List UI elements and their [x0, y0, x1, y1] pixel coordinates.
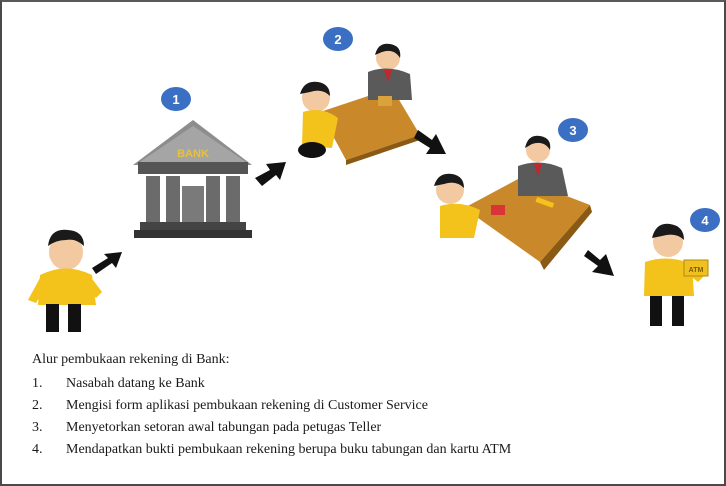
- flow-arrow-1: [92, 252, 122, 274]
- list-item-number: 3.: [32, 420, 43, 435]
- step-badge-4: 4: [690, 208, 720, 232]
- teller-scene: [434, 135, 592, 270]
- list-item-text: Menyetorkan setoran awal tabungan pada p…: [66, 420, 382, 435]
- customer-arriving-figure: [28, 229, 102, 332]
- flow-arrow-2: [255, 162, 286, 186]
- step-badge-1-label: 1: [172, 92, 179, 107]
- bank-sign: BANK: [177, 148, 209, 160]
- list-item: 3. Menyetorkan setoran awal tabungan pad…: [32, 417, 712, 438]
- bank-building-icon: BANK: [133, 120, 252, 238]
- list-item: 4. Mendapatkan bukti pembukaan rekening …: [32, 439, 712, 460]
- flow-caption: Alur pembukaan rekening di Bank: 1. Nasa…: [32, 349, 712, 461]
- step-badge-2-label: 2: [334, 32, 341, 47]
- atm-card-label: ATM: [689, 267, 704, 274]
- step-badge-4-label: 4: [701, 213, 709, 228]
- list-item-text: Nasabah datang ke Bank: [66, 376, 205, 391]
- list-item-text: Mendapatkan bukti pembukaan rekening ber…: [66, 442, 512, 457]
- list-item: 1. Nasabah datang ke Bank: [32, 373, 712, 394]
- step-badge-3-label: 3: [569, 123, 576, 138]
- steps-list: 1. Nasabah datang ke Bank 2. Mengisi for…: [32, 373, 712, 460]
- list-item: 2. Mengisi form aplikasi pembukaan reken…: [32, 395, 712, 416]
- list-item-number: 2.: [32, 398, 43, 413]
- flow-arrow-3: [414, 130, 446, 154]
- list-item-number: 4.: [32, 442, 43, 457]
- list-item-number: 1.: [32, 376, 43, 391]
- flow-arrow-4: [584, 250, 614, 276]
- step-badge-1: 1: [161, 87, 191, 111]
- step-badge-2: 2: [323, 27, 353, 51]
- customer-with-atm-figure: ATM: [644, 223, 709, 326]
- step-badge-3: 3: [558, 118, 588, 142]
- caption-title: Alur pembukaan rekening di Bank:: [32, 352, 230, 367]
- customer-service-scene: [298, 43, 420, 165]
- list-item-text: Mengisi form aplikasi pembukaan rekening…: [66, 398, 428, 413]
